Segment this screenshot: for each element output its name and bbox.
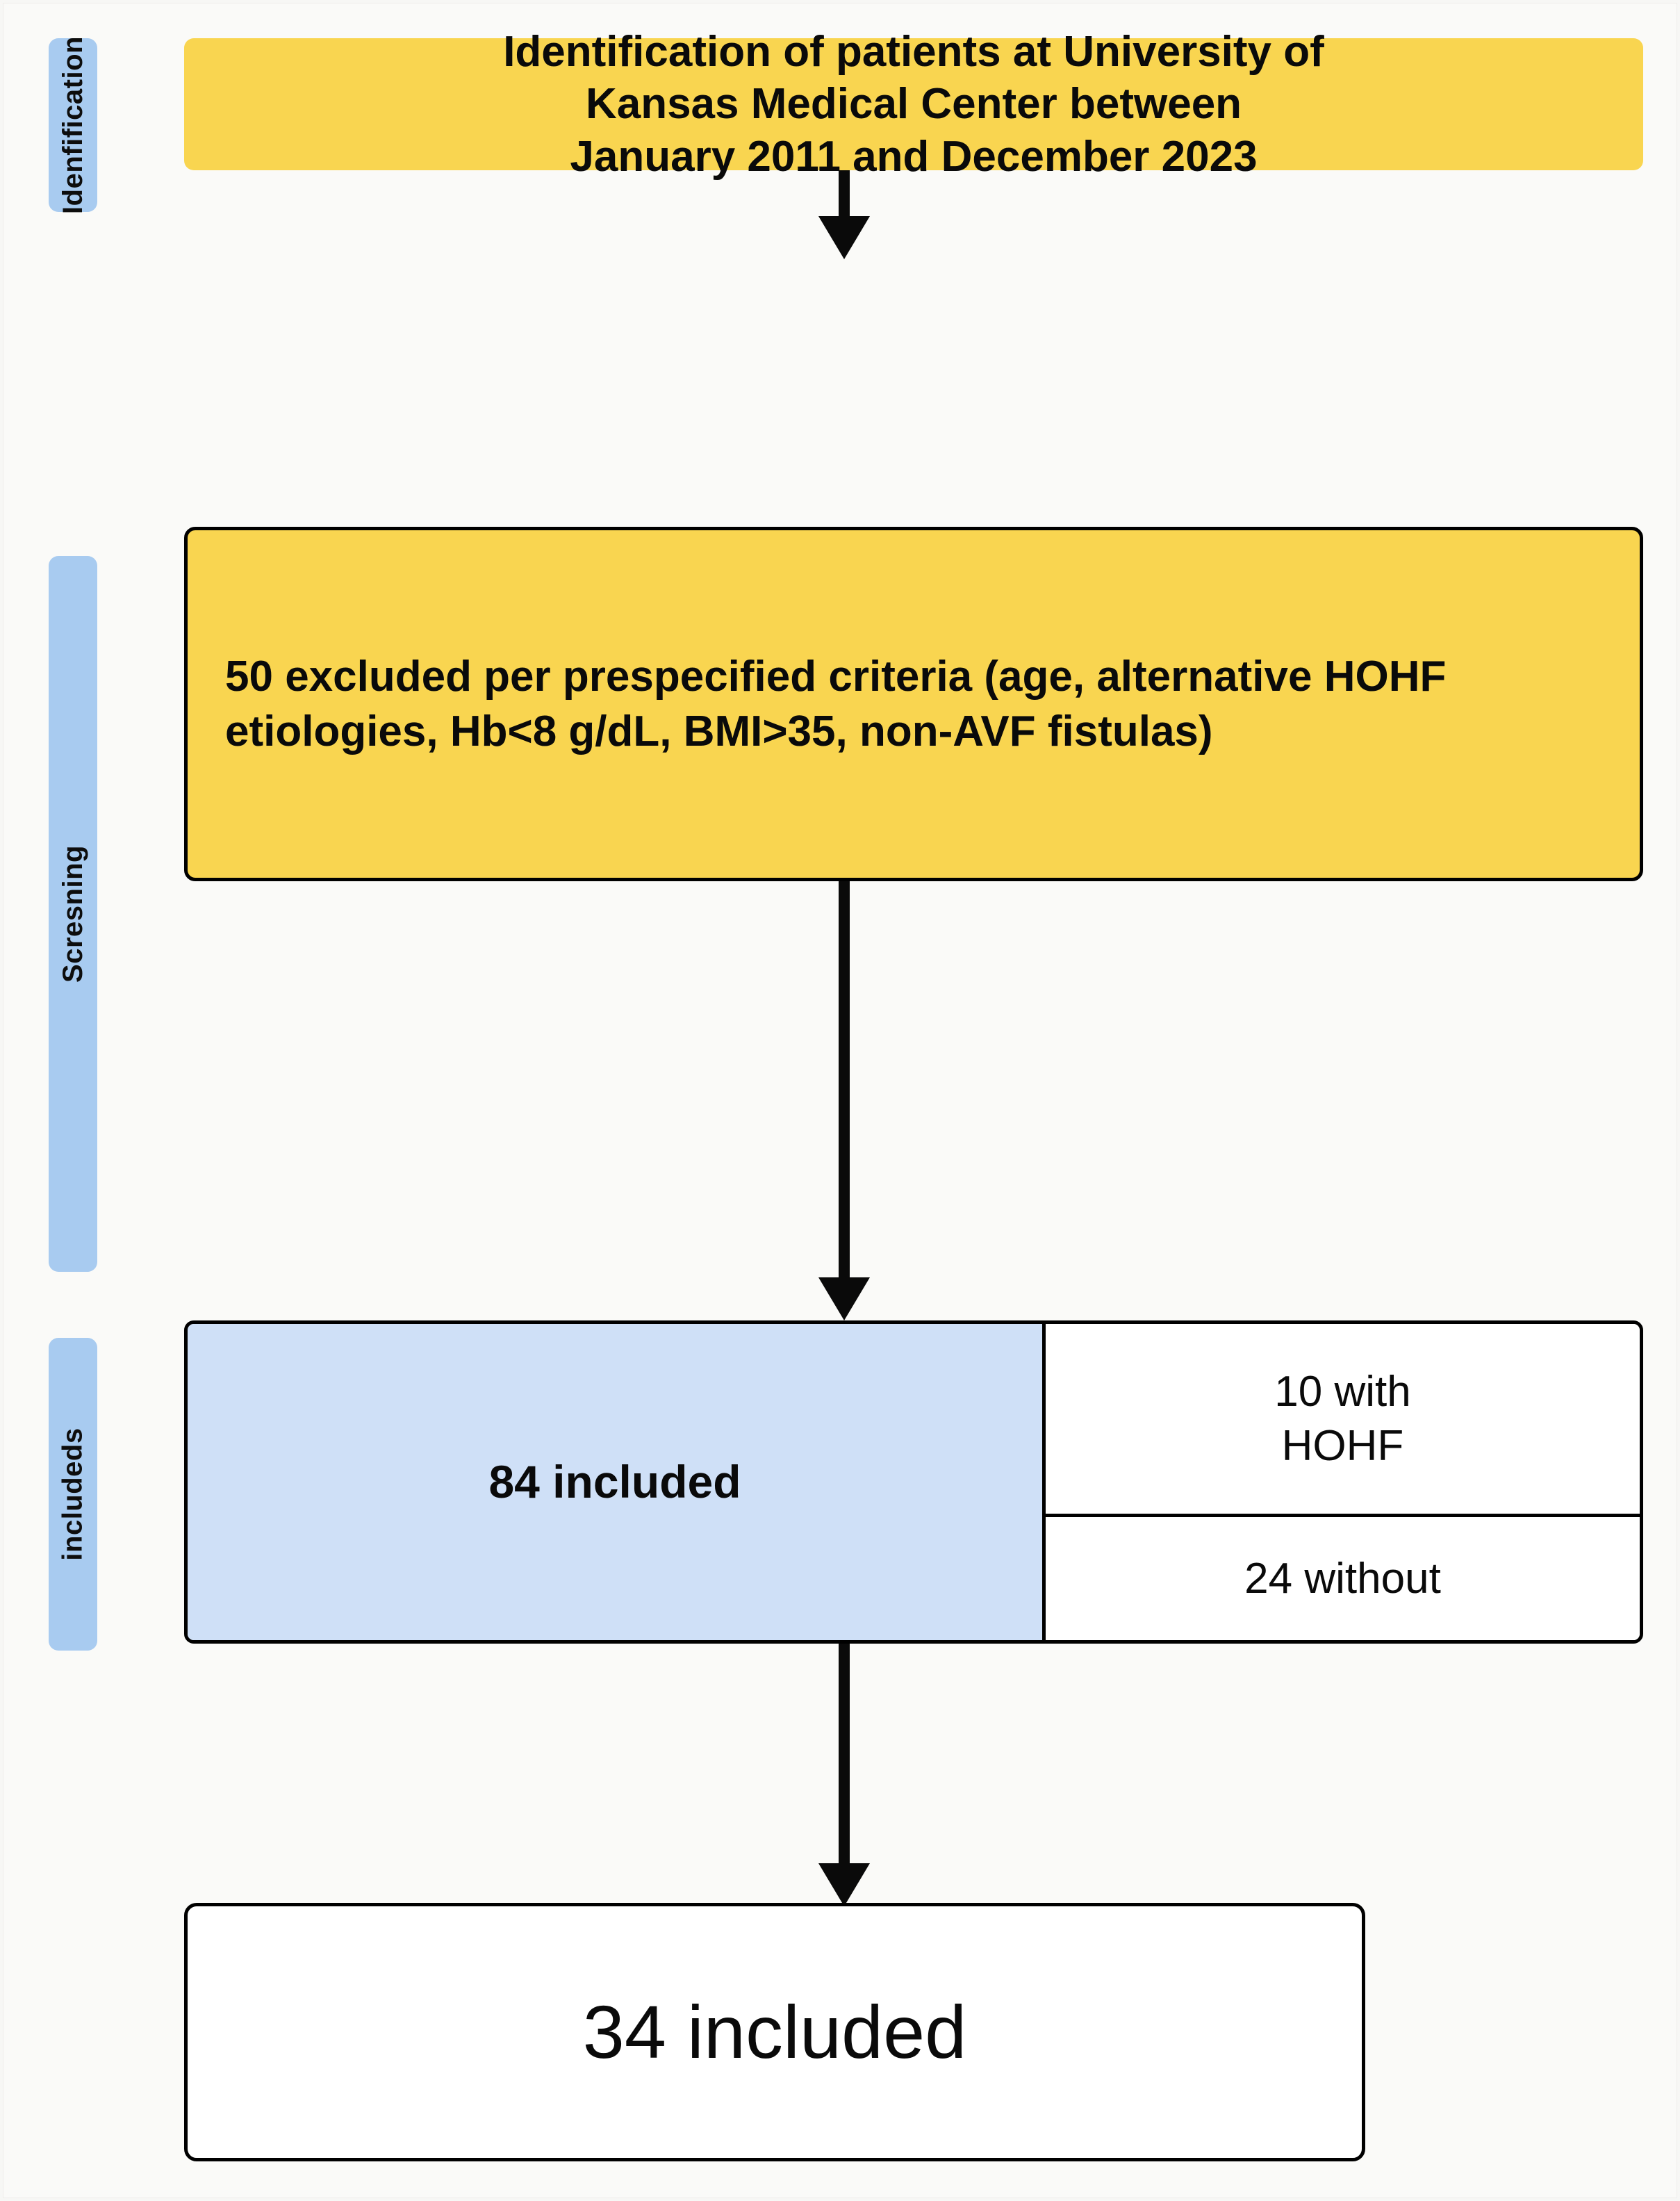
arrow-head [818,1277,870,1320]
stage-tab-identification-label: Idenfification [58,36,89,214]
with-hohf-cell: 10 with HOHF [1046,1324,1640,1517]
stage-tab-identification: Idenfification [49,36,97,214]
arrow-shaft [839,1644,850,1866]
arrow-down-icon [818,1644,870,1906]
arrow-down-icon [818,881,870,1320]
identification-box: Identification of patients at University… [184,28,1643,181]
subgroup-column: 10 with HOHF 24 without [1046,1324,1640,1640]
stage-tab-included: includeds [49,1338,97,1651]
identification-box-text: Identification of patients at University… [503,27,1324,181]
without-hohf-text: 24 without [1244,1554,1441,1603]
arrow-head [818,1863,870,1906]
arrow-down-icon [818,170,870,259]
with-hohf-text: 10 with HOHF [1274,1368,1411,1470]
stage-tab-included-label: includeds [58,1427,89,1561]
exclusion-box-text: 50 excluded per prespecified criteria (a… [225,652,1447,755]
without-hohf-cell: 24 without [1046,1517,1640,1640]
arrow-shaft [839,881,850,1280]
included-row: 84 included 10 with HOHF 24 without [184,1320,1643,1644]
final-included-box: 34 included [184,1903,1365,2161]
arrow-shaft [839,170,850,219]
stage-tab-screening: Scresning [49,556,97,1272]
stage-tab-screening-label: Scresning [58,845,88,983]
arrow-head [818,216,870,259]
exclusion-box: 50 excluded per prespecified criteria (a… [184,527,1643,881]
included-total-cell: 84 included [188,1324,1046,1640]
included-total-text: 84 included [488,1455,741,1507]
final-included-text: 34 included [582,1989,967,2074]
